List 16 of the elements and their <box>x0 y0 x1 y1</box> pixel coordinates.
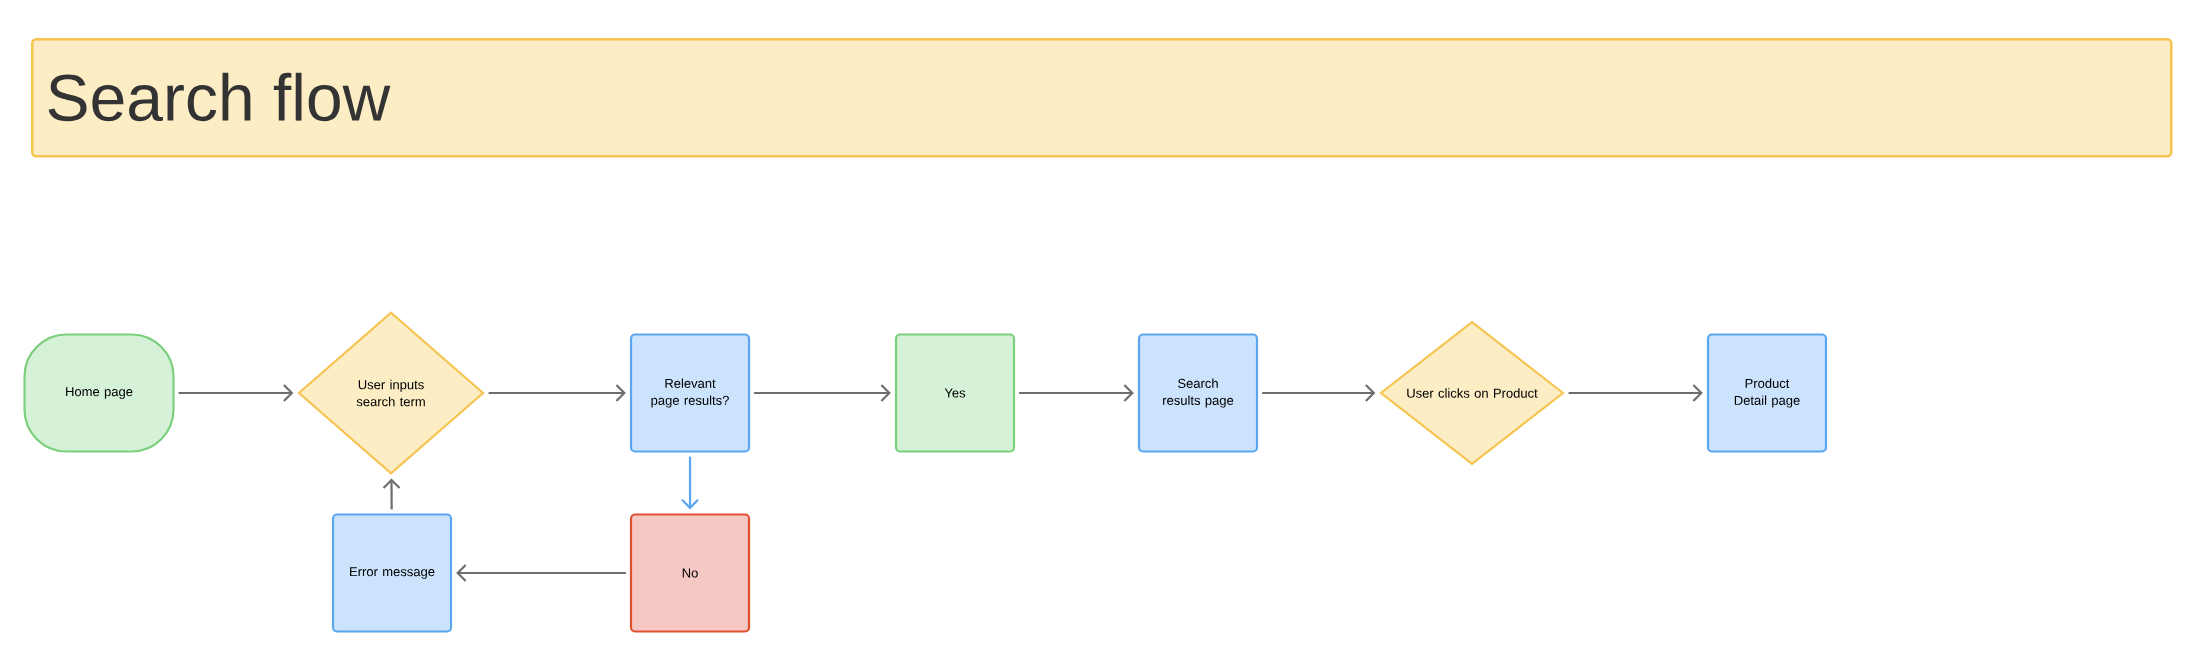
process-box: Error message <box>331 513 453 633</box>
title-banner: Search flow <box>31 38 2173 158</box>
arrow <box>382 478 401 510</box>
arrow <box>1568 384 1703 402</box>
arrow <box>488 384 626 402</box>
arrow <box>1019 384 1134 402</box>
arrow <box>456 564 626 582</box>
arrow <box>754 384 891 402</box>
arrow <box>1262 384 1376 402</box>
arrow <box>178 384 294 402</box>
arrow <box>681 456 699 510</box>
process-box: Yes <box>894 333 1016 453</box>
process-box: Product Detail page <box>1706 333 1828 453</box>
process-box: Relevant page results? <box>629 333 751 453</box>
process-box: No <box>629 513 751 633</box>
process-box: Search results page <box>1137 333 1259 453</box>
